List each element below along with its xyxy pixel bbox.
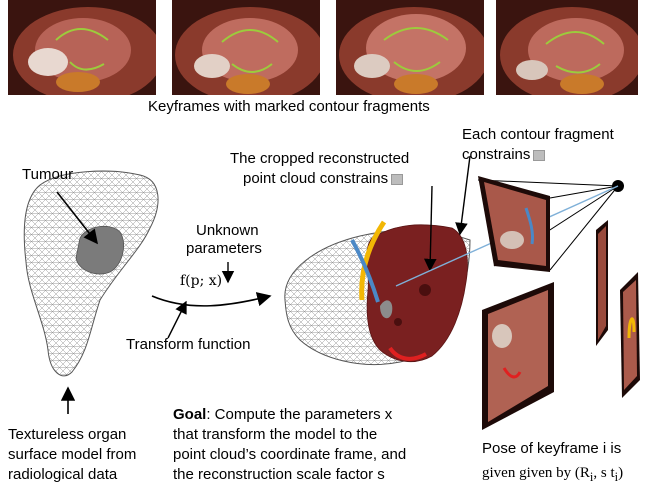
- tumour-blob: [76, 226, 124, 274]
- cropped-label-1: The cropped reconstructed: [230, 150, 409, 168]
- goal-line-3: point cloud’s coordinate frame, and: [173, 446, 406, 464]
- keyframe-plane-2: [482, 282, 554, 430]
- organ-label-1: Textureless organ: [8, 426, 126, 444]
- contour-label-2: constrains: [462, 146, 545, 164]
- keyframe-plane-1: [478, 176, 550, 272]
- pose-label-2-end: ): [618, 465, 623, 481]
- transform-function-label: Transform function: [126, 336, 251, 354]
- transform-arrow: [152, 296, 270, 306]
- cropped-label-2: point cloud constrains: [243, 170, 403, 188]
- constraint-glyph-icon: [391, 174, 403, 185]
- pose-label-2-text: given given by (R: [482, 465, 590, 481]
- transform-formula: f(p; x): [180, 272, 222, 290]
- organ-label-3: radiological data: [8, 466, 117, 484]
- unknown-parameters-label-1: Unknown: [196, 222, 259, 240]
- contour-label-1: Each contour fragment: [462, 126, 614, 144]
- goal-line-1: Goal: Compute the parameters x: [173, 406, 392, 424]
- pose-label-2-tail: , s t: [593, 465, 614, 481]
- pose-label-1: Pose of keyframe i is: [482, 440, 621, 458]
- constraint-glyph-icon-2: [533, 150, 545, 161]
- tumour-label: Tumour: [22, 166, 73, 184]
- cropped-label-2-text: point cloud constrains: [243, 170, 388, 187]
- contour-arrow: [460, 156, 470, 234]
- goal-line-2: that transform the model to the: [173, 426, 377, 444]
- point-cloud: [367, 225, 468, 362]
- unknown-parameters-label-2: parameters: [186, 240, 262, 258]
- keyframe-plane-3: [596, 220, 608, 346]
- goal-label: Goal: [173, 406, 206, 423]
- pose-label-2: given given by (Ri, s ti): [482, 464, 623, 486]
- goal-line-1-text: : Compute the parameters x: [206, 406, 392, 423]
- transform-function-arrow: [168, 302, 186, 338]
- contour-label-2-text: constrains: [462, 146, 530, 163]
- keyframe-plane-4: [620, 272, 640, 398]
- organ-label-2: surface model from: [8, 446, 136, 464]
- goal-line-4: the reconstruction scale factor s: [173, 466, 385, 484]
